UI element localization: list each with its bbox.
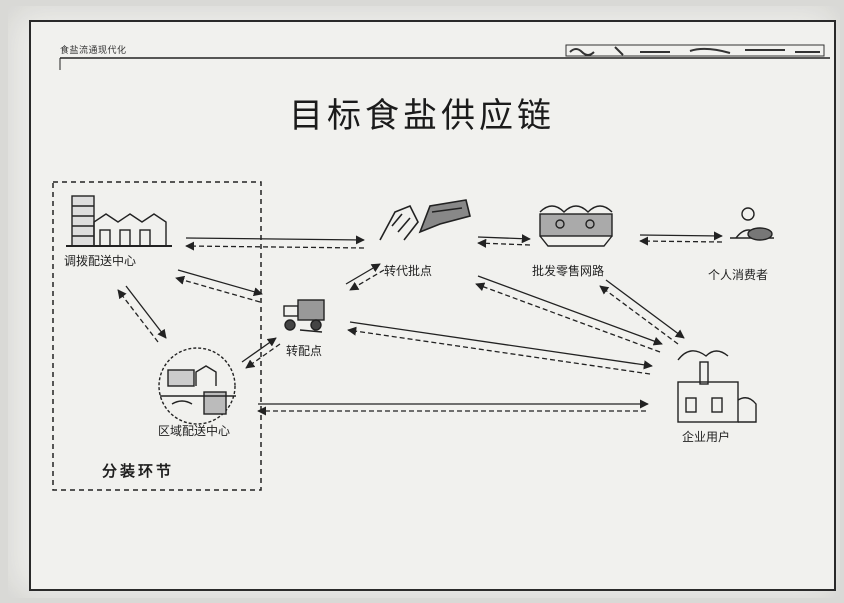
diagram-title: 目标食盐供应链: [289, 96, 555, 136]
label-retail-point: 转代批点: [384, 264, 433, 278]
label-enterprise: 企业用户: [682, 430, 731, 444]
truck-icon: [283, 299, 325, 333]
grouping-box: [52, 181, 262, 491]
label-transfer-point: 转配点: [286, 344, 323, 358]
diagram-frame: [29, 20, 836, 591]
warehouse-icon: [66, 195, 172, 247]
regional-depot-icon: [158, 347, 236, 425]
consumer-icon: [730, 207, 774, 241]
header-rules: [59, 44, 830, 70]
label-packaging-stage: 分装环节: [102, 462, 175, 480]
label-dispatch-center: 调拨配送中心: [64, 254, 137, 268]
header-left-text: 食盐流通现代化: [60, 46, 127, 56]
label-regional-center: 区域配送中心: [158, 424, 231, 438]
label-consumer: 个人消费者: [708, 268, 769, 282]
store-icon: [539, 205, 613, 247]
hands-exchange-icon: [379, 199, 471, 241]
factory-icon: [677, 350, 757, 423]
flow-arrows: [117, 231, 723, 416]
label-sales-network: 批发零售网路: [532, 264, 605, 278]
